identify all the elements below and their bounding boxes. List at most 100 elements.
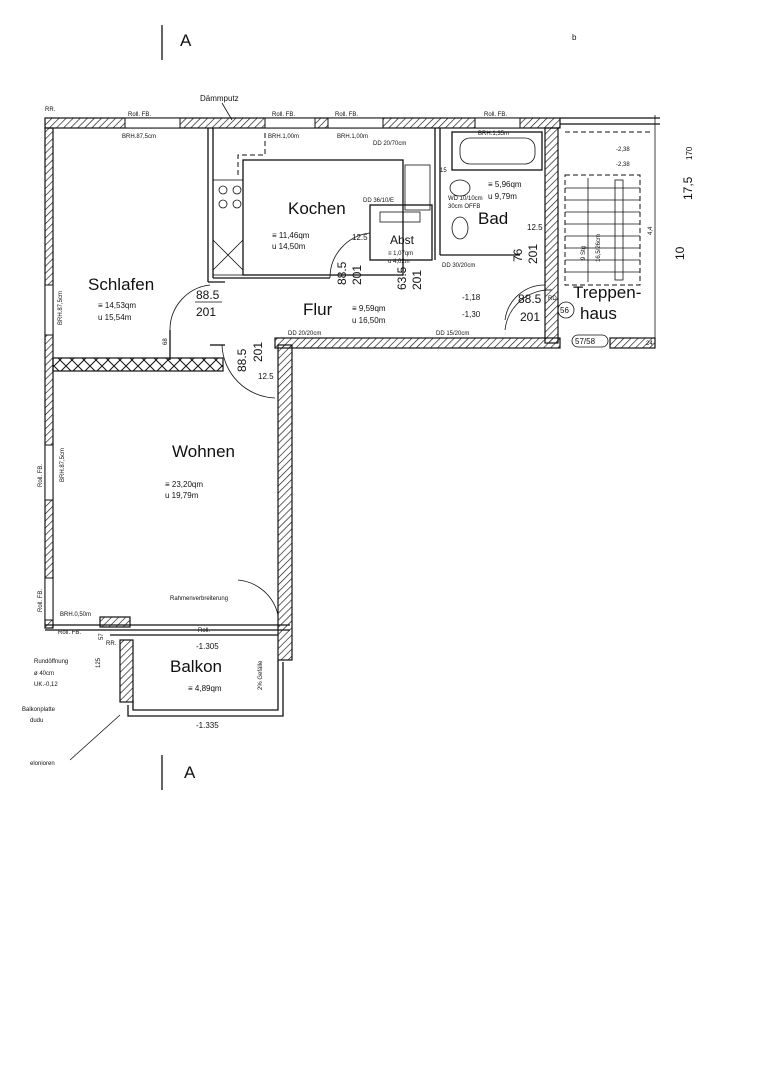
door-height: 201 (526, 244, 540, 264)
door-dimensions: 88.5 201 88.5 201 63.5 201 76 201 88.5 2… (195, 244, 542, 372)
annotation: dudu (30, 718, 43, 724)
room-flur: Flur ≡ 9,59qm u 16,50m (303, 300, 386, 325)
annotation: BRH.87,5cm (122, 134, 156, 140)
room-perimeter: u 15,54m (98, 313, 132, 322)
dim-label: 12.5 (258, 372, 274, 381)
door-swings (169, 232, 553, 616)
stair-number-circle (557, 301, 575, 319)
annotation: BRH.87,5cm (58, 291, 64, 325)
annotation: Roll. FB. (38, 589, 44, 612)
section-mark-bottom: A (184, 763, 196, 782)
height-levels: -1,18 -1,30 -1.305 -1.335 -2,38 -2,38 (196, 147, 630, 730)
room-area: ≡ 5,96qm (488, 180, 522, 189)
room-abst: Abst ≡ 1,07qm u 4,02m (388, 233, 415, 265)
room-name: Treppen- (573, 283, 641, 302)
annotation: RD. (548, 296, 559, 302)
balcony-outline (110, 634, 284, 717)
annotation: Dämmputz (200, 94, 239, 103)
dim-label: 15 (440, 168, 447, 174)
room-kochen: Kochen ≡ 11,46qm u 14,50m (272, 199, 346, 251)
door-height: 201 (251, 342, 265, 362)
room-name-2: haus (580, 304, 617, 323)
level-marker: -2,38 (616, 147, 630, 153)
annotation: 16,5/26cm (596, 234, 602, 262)
annotation: DD 30/20cm (442, 263, 475, 269)
annotation: BRH.0,50m (60, 612, 91, 618)
annotation: 30cm OFFB (448, 204, 480, 210)
dim-label: 12.5 (527, 223, 543, 232)
room-name: Flur (303, 300, 333, 319)
dim-label: 17,5 (681, 176, 695, 200)
annotation: BRH.1,00m (268, 134, 299, 140)
dim-label: 10 (673, 246, 687, 260)
annotation: 57/58 (575, 337, 596, 346)
annotations: Dämmputz RR. Roll. FB. Roll. FB. Roll. F… (22, 94, 654, 767)
room-name: Bad (478, 209, 508, 228)
room-treppenhaus: Treppen- haus (573, 283, 641, 323)
dimensions: 12.5 12.5 12.5 68 125 15 57 24 10 17,5 1… (96, 146, 695, 668)
walls (44, 115, 660, 717)
annotation: ø 40cm (34, 671, 54, 677)
annotation: 9 Stg (581, 246, 587, 260)
door-width: 88.5 (235, 348, 249, 372)
room-area: ≡ 4,89qm (188, 684, 222, 693)
annotation: Rundöffnung (34, 659, 68, 665)
annotation: 4,4 (648, 226, 654, 235)
dim-label: 170 (685, 146, 694, 160)
annotation: elonioren (30, 761, 55, 767)
door-height: 201 (520, 310, 540, 324)
room-perimeter: u 19,79m (165, 491, 199, 500)
door-width: 63.5 (395, 266, 409, 290)
door-height: 201 (196, 305, 216, 319)
annotation: BRH.1,35m (478, 131, 509, 137)
annotation: Roll. FB. (484, 112, 507, 118)
dim-label: 24 (646, 341, 653, 347)
door-height: 201 (410, 270, 424, 290)
level-marker: -2,38 (616, 162, 630, 168)
room-name: Kochen (288, 199, 346, 218)
room-perimeter: u 16,50m (352, 316, 386, 325)
annotation: DD 20/20cm (288, 331, 321, 337)
level-marker: -1,18 (462, 293, 481, 302)
annotation: DD 15/20cm (436, 331, 469, 337)
room-name: Balkon (170, 657, 222, 676)
section-mark-right: b (572, 33, 577, 42)
room-area: ≡ 9,59qm (352, 304, 386, 313)
section-mark-top: A (180, 31, 192, 50)
room-bad: ≡ 5,96qm u 9,79m Bad (478, 180, 522, 228)
annotation: BRH.1,00m (337, 134, 368, 140)
room-perimeter: u 4,02m (388, 259, 410, 265)
door-width: 88.5 (518, 292, 542, 306)
dim-label: 57 (99, 633, 105, 640)
level-marker: -1,30 (462, 310, 481, 319)
room-name: Wohnen (172, 442, 235, 461)
dim-label: 68 (163, 338, 169, 345)
annotation: Balkonplatte (22, 707, 56, 713)
annotation: RR. (45, 107, 56, 113)
door-height: 201 (350, 265, 364, 285)
section-line-a: A A b (161, 25, 577, 790)
annotation: WD 10/10cm (448, 196, 483, 202)
dim-label: 12.5 (352, 233, 368, 242)
room-perimeter: u 9,79m (488, 192, 517, 201)
annotation: RR. (106, 641, 117, 647)
room-name: Schlafen (88, 275, 154, 294)
annotation: Roll. (198, 628, 210, 634)
annotation: Roll. FB. (58, 630, 81, 636)
annotation: 56 (560, 306, 569, 315)
room-perimeter: u 14,50m (272, 242, 306, 251)
room-area: ≡ 1,07qm (388, 251, 413, 257)
annotation: DD 36/10/E (363, 198, 394, 204)
annotation: 2% Gefälle (258, 660, 264, 690)
room-balkon: Balkon ≡ 4,89qm (170, 657, 222, 693)
room-area: ≡ 14,53qm (98, 301, 136, 310)
annotation: UK.-0,12 (34, 682, 58, 688)
room-area: ≡ 23,20qm (165, 480, 203, 489)
door-width: 88.5 (196, 288, 220, 302)
annotation: BRH.87,5cm (60, 448, 66, 482)
room-schlafen: Schlafen ≡ 14,53qm u 15,54m (88, 275, 154, 322)
door-width: 88.5 (335, 261, 349, 285)
staircase (564, 131, 650, 286)
annotation: Roll. FB. (128, 112, 151, 118)
